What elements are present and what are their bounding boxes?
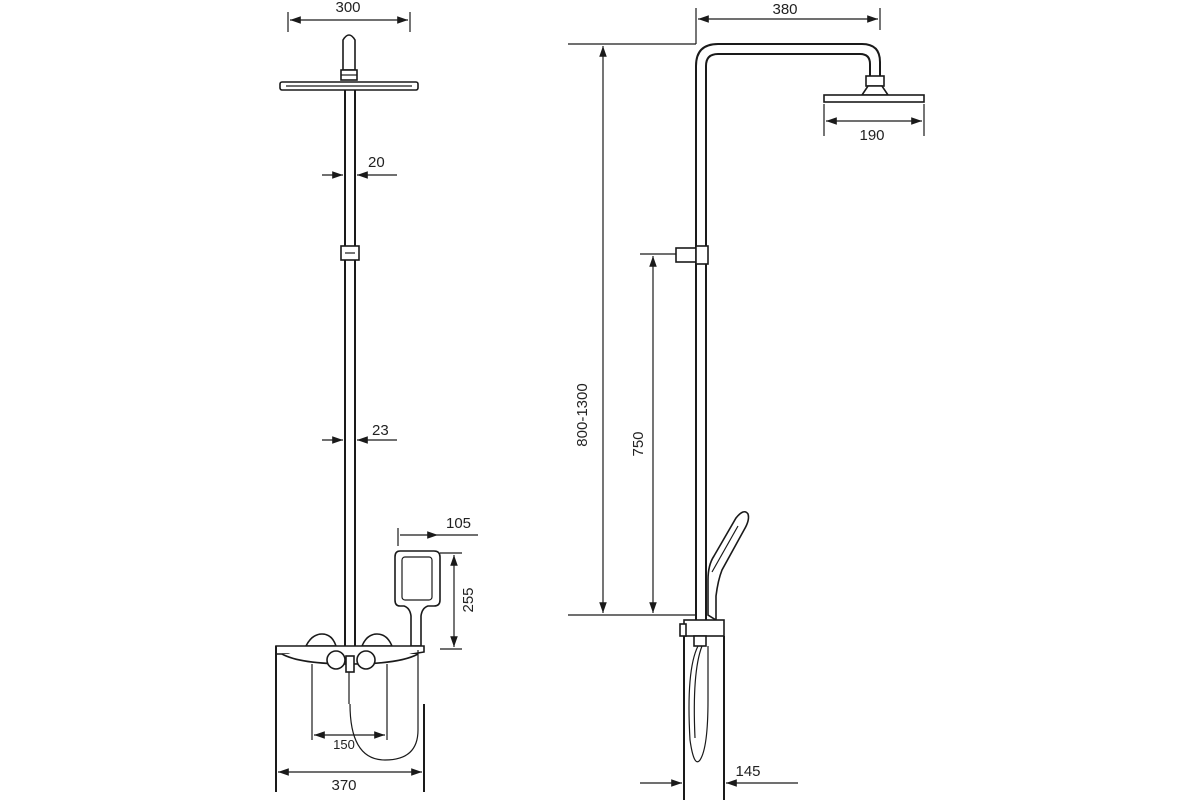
dim-mixer-total-width-label: 370 (331, 777, 356, 794)
dim-front-head-width: 300 (287, 0, 411, 32)
dim-handshower-height: 255 (440, 552, 477, 650)
front-riser-pipe (340, 90, 360, 646)
dim-handshower-width: 105 (397, 515, 478, 546)
dim-front-pipe-width-label: 20 (368, 154, 385, 171)
dim-side-slide-height-label: 750 (630, 431, 647, 456)
dim-mixer-center-distance: 150 (314, 731, 385, 752)
dim-side-height-range: 800-1300 (574, 45, 607, 613)
front-hand-shower (394, 550, 441, 647)
dim-side-head-width: 190 (823, 104, 925, 144)
side-hand-shower (707, 510, 750, 622)
dim-front-head-width-label: 300 (335, 0, 360, 16)
dim-front-pipe-lower-width: 23 (322, 422, 397, 444)
dim-side-wall-offset: 145 (640, 763, 798, 787)
front-mixer (275, 633, 425, 792)
dim-handshower-height-label: 255 (460, 587, 477, 612)
dim-handshower-width-label: 105 (446, 515, 471, 532)
dim-side-arm-reach: 380 (698, 1, 881, 30)
side-mixer (679, 619, 725, 800)
dim-side-head-width-label: 190 (859, 127, 884, 144)
dim-mixer-total-width: 370 (278, 768, 422, 794)
front-view: 300 20 23 (275, 0, 478, 794)
side-slider-bracket (640, 245, 709, 265)
dim-front-pipe-lower-width-label: 23 (372, 422, 389, 439)
side-riser-arm (695, 43, 925, 620)
dim-side-wall-offset-label: 145 (735, 763, 760, 780)
side-view: 380 190 800-1300 (568, 1, 925, 800)
dim-side-height-range-label: 800-1300 (574, 383, 591, 446)
front-shower-head (279, 34, 419, 91)
dim-side-arm-reach-label: 380 (772, 1, 797, 18)
dim-side-slide-height: 750 (630, 256, 657, 613)
dim-mixer-center-distance-label: 150 (333, 737, 355, 752)
dim-front-pipe-width: 20 (322, 154, 397, 179)
